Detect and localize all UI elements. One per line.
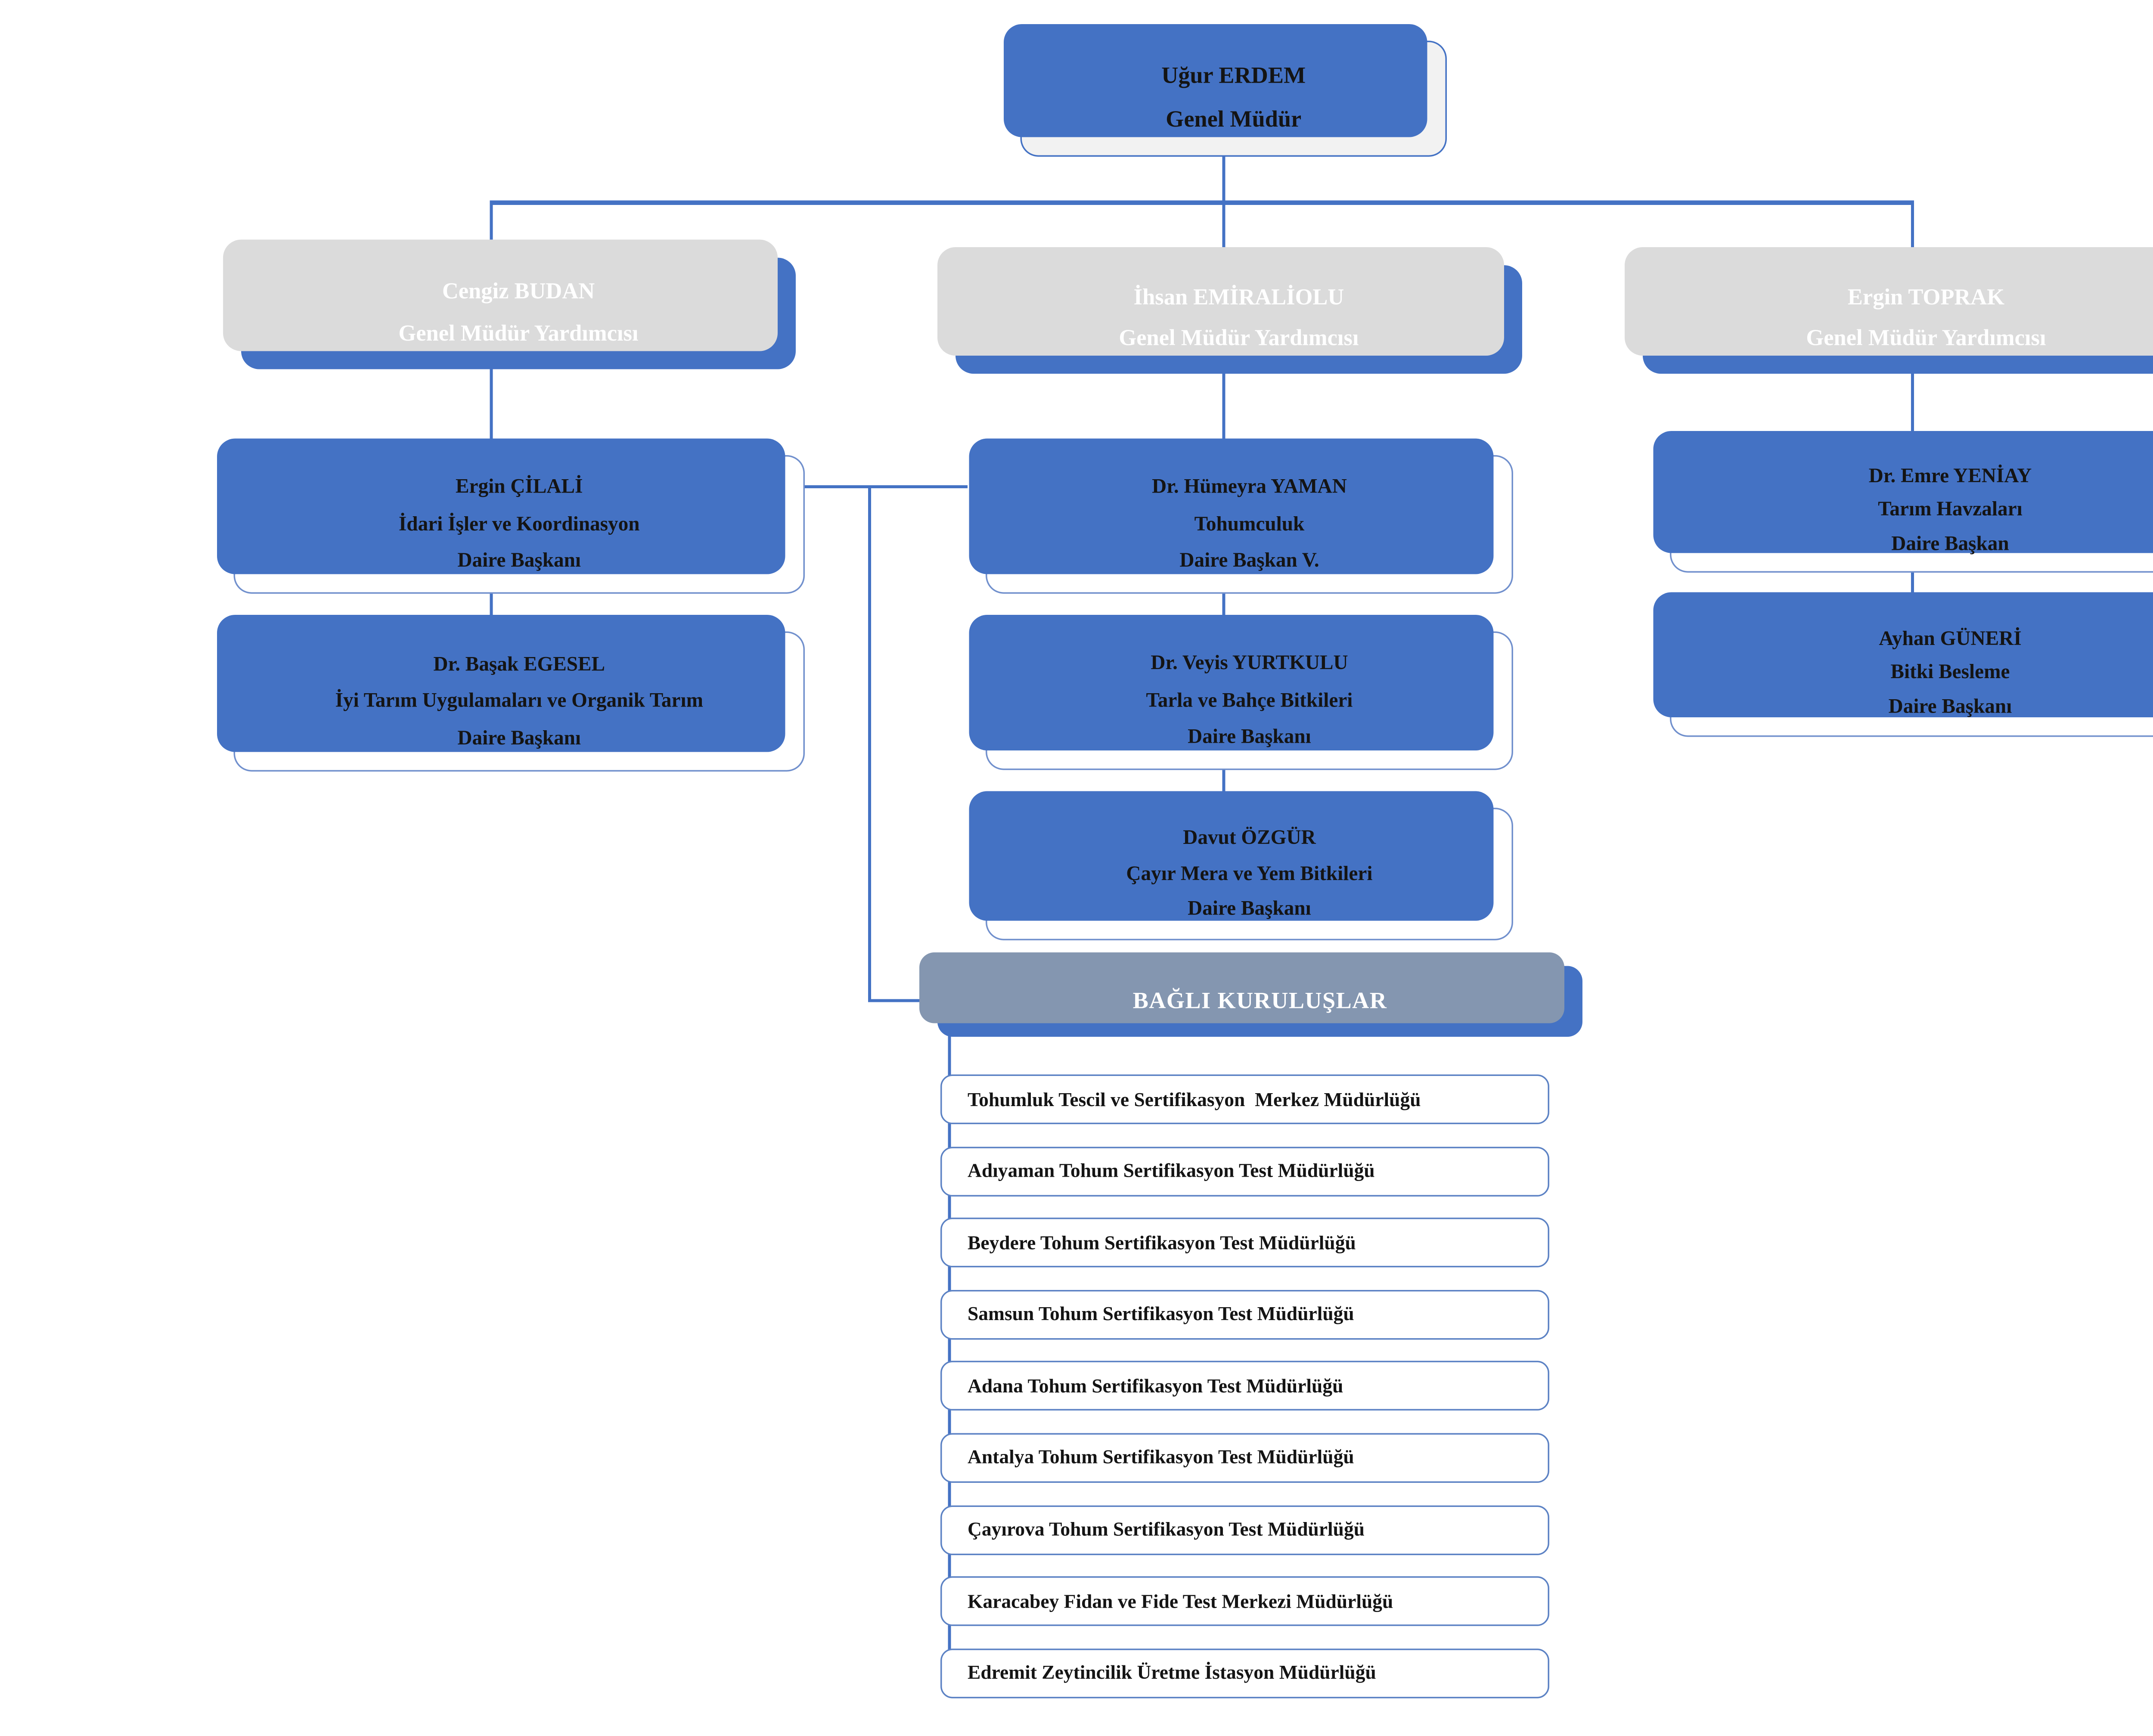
connector-col1-b	[490, 594, 493, 633]
dept-unit: Çayır Mera ve Yem Bitkileri	[1126, 862, 1373, 885]
deputy-card-emiraliolu: İhsan EMİRALİOLU Genel Müdür Yardımcısı	[937, 247, 1522, 374]
connector-root-vertical	[1222, 157, 1225, 265]
dept-title: Daire Başkan V.	[1179, 549, 1319, 572]
gm-title: Genel Müdür	[1166, 107, 1302, 133]
dept-title: Daire Başkanı	[457, 726, 581, 750]
deputy-name: Ergin TOPRAK	[1847, 286, 2005, 310]
connector-affiliated-spine	[948, 1035, 951, 1661]
affiliated-item: Tohumluk Tescil ve Sertifikasyon Merkez …	[940, 1074, 1549, 1124]
dept-card-guneri: Ayhan GÜNERİ Bitki Besleme Daire Başkanı	[1653, 592, 2153, 737]
connector-elbow-horizontal-bottom	[871, 999, 922, 1002]
connector-main-horizontal	[490, 200, 1914, 205]
dept-unit: Tarla ve Bahçe Bitkileri	[1146, 688, 1353, 711]
affiliated-item-label: Beydere Tohum Sertifikasyon Test Müdürlü…	[968, 1231, 1356, 1253]
deputy-card-toprak: Ergin TOPRAK Genel Müdür Yardımcısı	[1625, 247, 2153, 374]
dept-name: Dr. Veyis YURTKULU	[1151, 651, 1348, 674]
affiliated-item: Karacabey Fidan ve Fide Test Merkezi Müd…	[940, 1576, 1549, 1627]
gm-card: Uğur ERDEM Genel Müdür	[1004, 24, 1447, 157]
deputy-title: Genel Müdür Yardımcısı	[1806, 327, 2046, 352]
dept-card-cilali: Ergin ÇİLALİ İdari İşler ve Koordinasyon…	[217, 438, 805, 594]
affiliated-item: Antalya Tohum Sertifikasyon Test Müdürlü…	[940, 1433, 1549, 1483]
deputy-name: Cengiz BUDAN	[442, 279, 595, 304]
dept-unit: Tohumculuk	[1194, 512, 1305, 535]
affiliated-item-label: Adana Tohum Sertifikasyon Test Müdürlüğü	[968, 1374, 1343, 1397]
connector-deputy3-stub	[1911, 202, 1914, 265]
dept-title: Daire Başkanı	[1188, 725, 1311, 748]
dept-card-ozgur: Davut ÖZGÜR Çayır Mera ve Yem Bitkileri …	[969, 791, 1513, 940]
dept-title: Daire Başkanı	[457, 549, 581, 572]
connector-col3-a	[1911, 374, 1914, 448]
connector-col3-b	[1911, 571, 1914, 611]
affiliated-header-label: BAĞLI KURULUŞLAR	[1132, 988, 1387, 1014]
affiliated-item-label: Tohumluk Tescil ve Sertifikasyon Merkez …	[968, 1087, 1421, 1110]
deputy-title: Genel Müdür Yardımcısı	[398, 322, 639, 347]
connector-col2-c	[1222, 770, 1225, 809]
affiliated-item-label: Çayırova Tohum Sertifikasyon Test Müdürl…	[968, 1517, 1365, 1541]
dept-title: Daire Başkan	[1891, 531, 2009, 554]
affiliated-item: Adana Tohum Sertifikasyon Test Müdürlüğü	[940, 1361, 1549, 1411]
dept-title: Daire Başkanı	[1188, 897, 1311, 920]
affiliated-item: Samsun Tohum Sertifikasyon Test Müdürlüğ…	[940, 1290, 1549, 1339]
affiliated-item: Beydere Tohum Sertifikasyon Test Müdürlü…	[940, 1218, 1549, 1268]
affiliated-list: Tohumluk Tescil ve Sertifikasyon Merkez …	[940, 1074, 1549, 1698]
gm-name: Uğur ERDEM	[1161, 64, 1306, 90]
dept-name: Dr. Emre YENİAY	[1868, 464, 2032, 487]
dept-unit: Bitki Besleme	[1890, 660, 2010, 683]
affiliated-item-label: Edremit Zeytincilik Üretme İstasyon Müdü…	[968, 1661, 1376, 1684]
dept-name: Dr. Hümeyra YAMAN	[1152, 475, 1347, 498]
connector-col2-a	[1222, 374, 1225, 457]
affiliated-item-label: Samsun Tohum Sertifikasyon Test Müdürlüğ…	[968, 1302, 1354, 1325]
dept-title: Daire Başkanı	[1888, 695, 2012, 718]
affiliated-item: Adıyaman Tohum Sertifikasyon Test Müdürl…	[940, 1146, 1549, 1196]
dept-name: Ergin ÇİLALİ	[456, 475, 583, 498]
dept-name: Ayhan GÜNERİ	[1879, 626, 2022, 649]
affiliated-item-label: Karacabey Fidan ve Fide Test Merkezi Müd…	[968, 1589, 1393, 1612]
dept-card-yeniay: Dr. Emre YENİAY Tarım Havzaları Daire Ba…	[1653, 431, 2153, 573]
dept-name: Dr. Başak EGESEL	[433, 652, 605, 675]
connector-col2-b	[1222, 594, 1225, 633]
connector-col1-a	[490, 369, 493, 457]
dept-card-yurtkulu: Dr. Veyis YURTKULU Tarla ve Bahçe Bitkil…	[969, 615, 1513, 770]
deputy-title: Genel Müdür Yardımcısı	[1119, 327, 1359, 352]
deputy-card-budan: Cengiz BUDAN Genel Müdür Yardımcısı	[223, 239, 796, 369]
affiliated-item: Çayırova Tohum Sertifikasyon Test Müdürl…	[940, 1504, 1549, 1555]
affiliated-header-card: BAĞLI KURULUŞLAR	[919, 952, 1582, 1037]
dept-name: Davut ÖZGÜR	[1183, 826, 1316, 849]
connector-elbow-horizontal-top	[805, 485, 968, 488]
dept-card-yaman: Dr. Hümeyra YAMAN Tohumculuk Daire Başka…	[969, 438, 1513, 594]
dept-unit: İyi Tarım Uygulamaları ve Organik Tarım	[335, 689, 704, 712]
affiliated-item-label: Adıyaman Tohum Sertifikasyon Test Müdürl…	[968, 1159, 1375, 1182]
dept-unit: Tarım Havzaları	[1878, 498, 2023, 521]
affiliated-item: Edremit Zeytincilik Üretme İstasyon Müdü…	[940, 1648, 1549, 1698]
dept-card-egesel: Dr. Başak EGESEL İyi Tarım Uygulamaları …	[217, 615, 805, 772]
dept-unit: İdari İşler ve Koordinasyon	[398, 512, 640, 535]
connector-deputy1-stub	[490, 202, 493, 258]
affiliated-item-label: Antalya Tohum Sertifikasyon Test Müdürlü…	[968, 1446, 1354, 1469]
deputy-name: İhsan EMİRALİOLU	[1133, 286, 1344, 310]
connector-elbow-vertical	[868, 485, 872, 1002]
